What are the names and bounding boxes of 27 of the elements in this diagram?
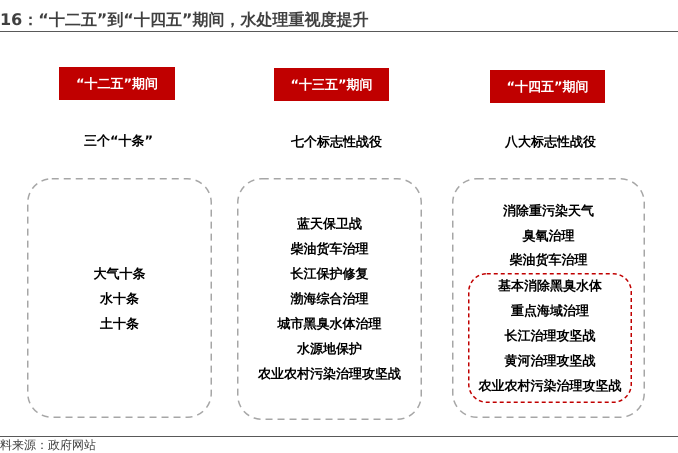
list-item: 臭氧治理 [522, 228, 574, 246]
list-item: 农业农村污染治理攻坚战 [258, 366, 401, 384]
list-item: 重点海域治理 [511, 303, 589, 321]
list-item: 水源地保护 [297, 341, 362, 359]
figure-title: 16：“十二五”到“十四五”期间，水处理重视度提升 [0, 10, 368, 30]
list-item: 长江治理攻坚战 [504, 328, 596, 346]
list-item: 蓝天保卫战 [297, 216, 362, 234]
list-item: 水十条 [100, 291, 139, 309]
list-item: 土十条 [100, 316, 139, 334]
list-item: 渤海综合治理 [290, 291, 368, 309]
list-item: 农业农村污染治理攻坚战 [478, 378, 622, 396]
list-item: 大气十条 [94, 266, 146, 284]
header-box: “十四五”期间 [490, 70, 605, 103]
header-box: “十三五”期间 [274, 68, 389, 101]
column-heading: 七个标志性战役 [291, 134, 382, 152]
list-item: 柴油货车治理 [290, 241, 368, 259]
list-item: 柴油货车治理 [510, 252, 588, 270]
header-box: “十二五”期间 [59, 67, 175, 100]
list-item: 黄河治理攻坚战 [504, 353, 596, 371]
list-item: 基本消除黑臭水体 [498, 278, 602, 296]
list-item: 城市黑臭水体治理 [278, 316, 382, 334]
source-note: 料来源：政府网站 [0, 438, 96, 453]
highlight-frame [468, 273, 632, 403]
column-heading: 三个“十条” [84, 133, 154, 151]
list-item: 消除重污染天气 [503, 203, 594, 221]
list-item: 长江保护修复 [290, 266, 368, 284]
column-heading: 八大标志性战役 [505, 134, 596, 152]
